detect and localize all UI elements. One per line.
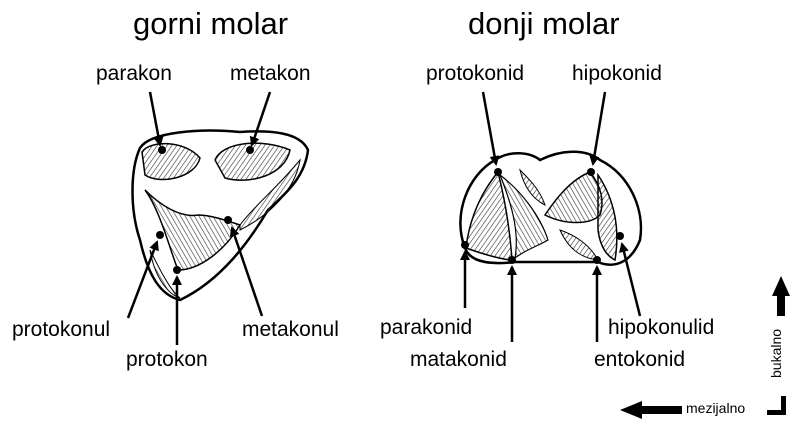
upper-molar-drawing (128, 92, 308, 345)
cusp-hypoconulid (616, 232, 624, 240)
cusp-metaconule (224, 216, 232, 224)
cusp-protocone (173, 266, 181, 274)
orientation-indicator (620, 276, 790, 419)
cusp-protoconid (494, 168, 502, 176)
cusp-entoconid (593, 256, 601, 264)
buccal-arrow (772, 276, 790, 296)
cusp-protoconule (156, 231, 164, 239)
cusp-hypoconid (587, 168, 595, 176)
cusp-metacone (246, 146, 254, 154)
cusp-paracone (158, 146, 166, 154)
arrow-hypoconid (593, 92, 605, 164)
mesial-arrow (620, 401, 642, 419)
lower-molar-drawing (460, 92, 641, 342)
arrow-protoconid (483, 92, 496, 164)
cusp-paraconid (461, 241, 469, 249)
cusp-metaconid (508, 256, 516, 264)
